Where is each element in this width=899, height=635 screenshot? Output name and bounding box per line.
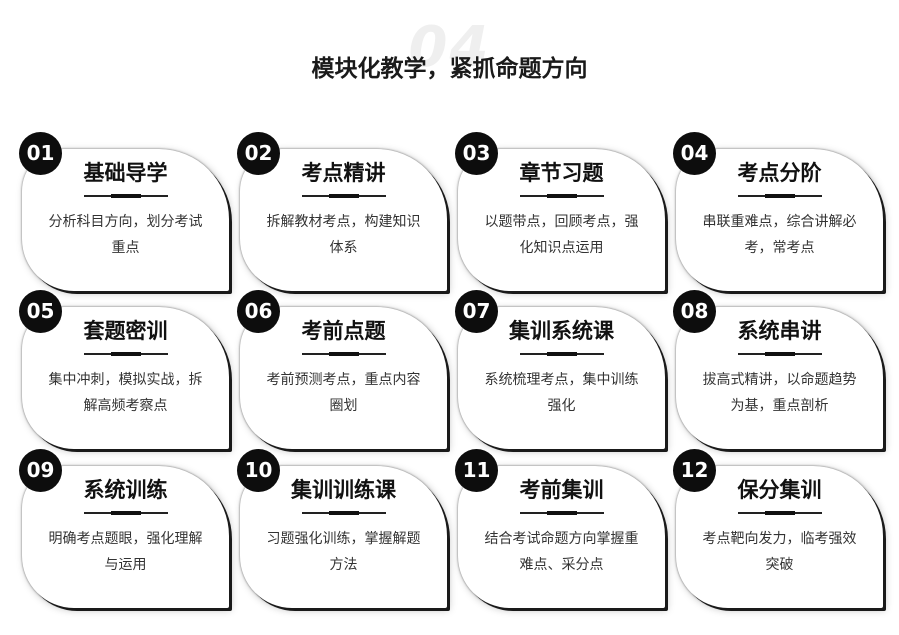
card-number-badge: 08 [673, 290, 716, 333]
module-card-10: 10 集训训练课 习题强化训练，掌握解题方法 [237, 449, 447, 608]
card-title: 考前集训 [519, 478, 604, 502]
card-number-badge: 03 [455, 132, 498, 175]
card-number-badge: 10 [237, 449, 280, 492]
card-number-badge: 05 [19, 290, 62, 333]
title-underline [301, 511, 386, 515]
card-number-badge: 11 [455, 449, 498, 492]
title-underline [83, 194, 168, 198]
title-underline [737, 352, 822, 356]
card-description: 拆解教材考点，构建知识体系 [266, 214, 421, 256]
card-number-badge: 01 [19, 132, 62, 175]
card-description: 习题强化训练，掌握解题方法 [266, 531, 421, 573]
card-number-badge: 09 [19, 449, 62, 492]
card-title: 集训训练课 [291, 478, 396, 502]
card-description: 拔高式精讲，以命题趋势为基，重点剖析 [702, 372, 857, 414]
card-title: 系统串讲 [737, 319, 822, 343]
card-number-badge: 06 [237, 290, 280, 333]
module-card-09: 09 系统训练 明确考点题眼，强化理解与运用 [19, 449, 229, 608]
section-header: 04 模块化教学，紧抓命题方向 [0, 18, 899, 88]
card-title: 套题密训 [83, 319, 168, 343]
card-description: 结合考试命题方向掌握重难点、采分点 [484, 531, 639, 573]
card-number-badge: 02 [237, 132, 280, 175]
module-card-05: 05 套题密训 集中冲刺，模拟实战，拆解高频考察点 [19, 290, 229, 449]
module-card-06: 06 考前点题 考前预测考点，重点内容圈划 [237, 290, 447, 449]
title-underline [83, 352, 168, 356]
card-title: 系统训练 [83, 478, 168, 502]
module-card-03: 03 章节习题 以题带点，回顾考点，强化知识点运用 [455, 132, 665, 291]
card-title: 章节习题 [519, 161, 604, 185]
module-card-08: 08 系统串讲 拔高式精讲，以命题趋势为基，重点剖析 [673, 290, 883, 449]
card-description: 明确考点题眼，强化理解与运用 [48, 531, 203, 573]
card-description: 集中冲刺，模拟实战，拆解高频考察点 [48, 372, 203, 414]
card-description: 以题带点，回顾考点，强化知识点运用 [484, 214, 639, 256]
title-underline [83, 511, 168, 515]
card-description: 系统梳理考点，集中训练强化 [484, 372, 639, 414]
title-underline [737, 194, 822, 198]
title-underline [301, 194, 386, 198]
title-underline [519, 511, 604, 515]
card-description: 分析科目方向，划分考试重点 [48, 214, 203, 256]
module-card-11: 11 考前集训 结合考试命题方向掌握重难点、采分点 [455, 449, 665, 608]
card-title: 考前点题 [301, 319, 386, 343]
card-description: 考点靶向发力，临考强效突破 [702, 531, 857, 573]
card-title: 考点分阶 [737, 161, 822, 185]
card-description: 考前预测考点，重点内容圈划 [266, 372, 421, 414]
card-title: 集训系统课 [509, 319, 614, 343]
card-title: 考点精讲 [301, 161, 386, 185]
title-underline [301, 352, 386, 356]
card-title: 保分集训 [737, 478, 822, 502]
module-card-12: 12 保分集训 考点靶向发力，临考强效突破 [673, 449, 883, 608]
card-number-badge: 07 [455, 290, 498, 333]
card-number-badge: 04 [673, 132, 716, 175]
title-underline [519, 352, 604, 356]
card-description: 串联重难点，综合讲解必考，常考点 [702, 214, 857, 256]
title-underline [519, 194, 604, 198]
card-number-badge: 12 [673, 449, 716, 492]
module-card-01: 01 基础导学 分析科目方向，划分考试重点 [19, 132, 229, 291]
module-card-04: 04 考点分阶 串联重难点，综合讲解必考，常考点 [673, 132, 883, 291]
module-card-07: 07 集训系统课 系统梳理考点，集中训练强化 [455, 290, 665, 449]
page-title: 模块化教学，紧抓命题方向 [311, 56, 588, 82]
title-underline [737, 511, 822, 515]
module-card-02: 02 考点精讲 拆解教材考点，构建知识体系 [237, 132, 447, 291]
card-title: 基础导学 [83, 161, 168, 185]
background-section-number: 04 [408, 15, 491, 80]
